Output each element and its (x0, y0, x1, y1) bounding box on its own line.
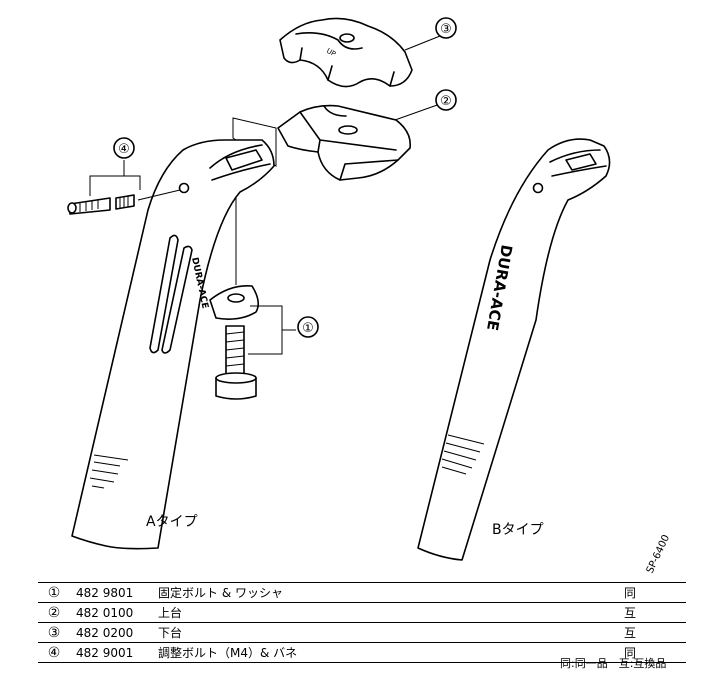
type-b-label: Bタイプ (492, 522, 544, 538)
clamp-top-part-3: UP (279, 17, 413, 88)
parts-list-table: ① 482 9801 固定ボルト & ワッシャ 同 ② 482 0100 上台 … (38, 582, 686, 663)
type-a-label: Aタイプ (146, 514, 198, 530)
seatpost-type-a: DURA-ACE (71, 139, 275, 550)
table-row: ① 482 9801 固定ボルト & ワッシャ 同 (38, 582, 686, 603)
part-code-cell: 482 9801 (70, 582, 158, 603)
callout-3-label: ③ (440, 22, 452, 37)
exploded-view-diagram: UP ③ ② DURA-ACE ④ (67, 17, 672, 575)
part-name-cell: 調整ボルト（M4）& バネ (158, 642, 624, 663)
model-code: SP-6400 (645, 533, 672, 575)
callout-1-label: ① (302, 321, 314, 336)
part-code-cell: 482 0100 (70, 602, 158, 623)
clamp-lower-part-2 (277, 104, 412, 181)
cap-up-mark: UP (325, 47, 337, 59)
part-code-cell: 482 0200 (70, 622, 158, 643)
table-row: ③ 482 0200 下台 互 (38, 622, 686, 643)
interchange-cell: 同 (624, 642, 686, 663)
callout-2-label: ② (440, 94, 452, 109)
table-row: ④ 482 9001 調整ボルト（M4）& バネ 同 (38, 642, 686, 663)
adjust-bolt-spring-part-4 (67, 194, 135, 215)
part-number-cell: ① (38, 582, 70, 603)
part-number-cell: ② (38, 602, 70, 623)
interchange-cell: 互 (624, 622, 686, 643)
interchange-cell: 同 (624, 582, 686, 603)
callout-1-circle (297, 316, 319, 338)
callout-4-label: ④ (118, 142, 130, 157)
part-name-cell: 固定ボルト & ワッシャ (158, 582, 624, 603)
fixing-bolt-washer-part-1 (209, 284, 260, 400)
callout-2-circle (435, 89, 457, 111)
part-name-cell: 下台 (158, 622, 624, 643)
callout-4-circle (113, 137, 135, 159)
table-row: ② 482 0100 上台 互 (38, 602, 686, 623)
interchange-cell: 互 (624, 602, 686, 623)
part-number-cell: ④ (38, 642, 70, 663)
callout-3-circle (435, 17, 457, 39)
part-name-cell: 上台 (158, 602, 624, 623)
seatpost-type-b: DURA-ACE (417, 138, 611, 561)
part-code-cell: 482 9001 (70, 642, 158, 663)
interchange-legend: 同:同一品 互:互換品 (560, 657, 667, 670)
part-number-cell: ③ (38, 622, 70, 643)
